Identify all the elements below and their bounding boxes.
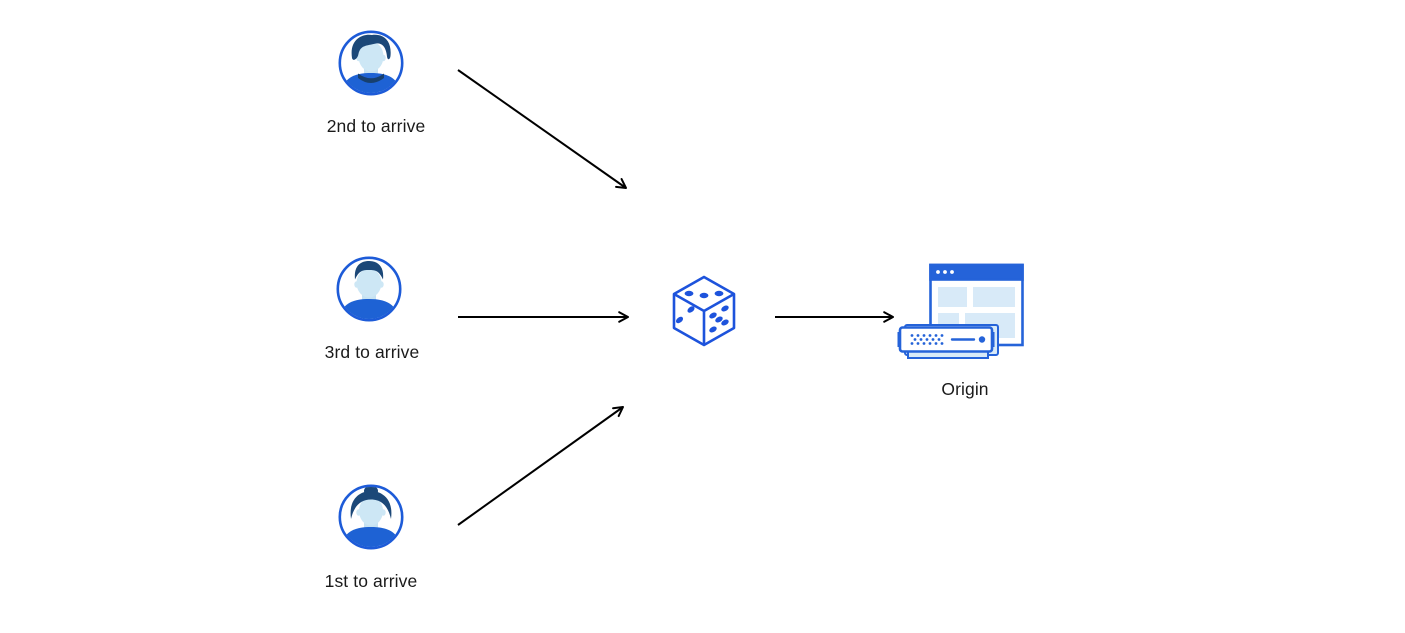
browser-window-and-server-icon <box>897 263 1024 359</box>
man-swept-hair-avatar-icon <box>338 30 404 96</box>
man-short-hair-avatar-icon <box>336 256 402 322</box>
dice-icon <box>672 275 736 347</box>
arrow-visitor2-to-dice <box>457 69 627 189</box>
actor-label-1st-to-arrive: 1st to arrive <box>324 571 418 591</box>
router-node-dice <box>668 273 740 354</box>
actor-label-3rd-to-arrive: 3rd to arrive <box>324 342 420 362</box>
actor-node-2nd-to-arrive <box>338 30 404 101</box>
actor-node-1st-to-arrive <box>338 484 404 555</box>
origin-label: Origin <box>941 379 989 399</box>
actor-node-3rd-to-arrive <box>336 256 402 327</box>
woman-bun-avatar-icon <box>338 484 404 550</box>
origin-node <box>896 262 1028 369</box>
actor-label-2nd-to-arrive: 2nd to arrive <box>326 116 426 136</box>
arrow-visitor1-to-dice <box>457 406 624 526</box>
